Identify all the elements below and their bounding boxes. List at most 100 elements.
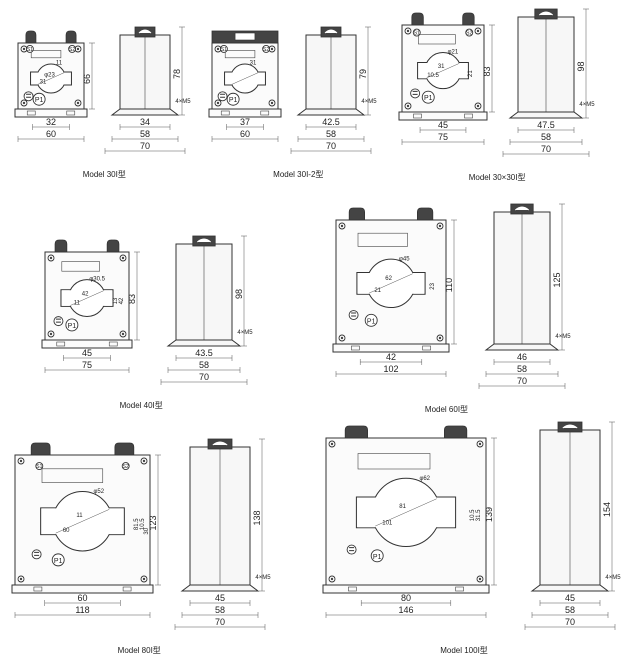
- mounting-clip-1: [411, 12, 424, 25]
- mount-spacing-dim: 60: [77, 593, 87, 603]
- front-view-base: [208, 108, 282, 118]
- terminal-label-s1: S1: [414, 31, 420, 37]
- nameplate: [61, 261, 100, 272]
- window-dim-4: 21: [468, 70, 474, 77]
- mounting-clip-1: [344, 425, 368, 438]
- side-width-dim: 58: [199, 360, 209, 370]
- front-height-dim: 123: [148, 515, 158, 530]
- side-width-dim: 58: [326, 129, 336, 139]
- terminal-label-s2: S2: [263, 47, 269, 53]
- overall-width-dim: 102: [383, 364, 398, 374]
- window-dim-1: φ52: [94, 489, 105, 495]
- mounting-clip-1: [25, 30, 37, 43]
- front-view-base: [332, 343, 450, 353]
- terminal-s2: [465, 28, 474, 37]
- side-total-dim: 70: [326, 141, 336, 151]
- model-caption: Model 100I型: [440, 646, 488, 655]
- side-height-dim: 78: [172, 69, 182, 79]
- p1-marker: [370, 549, 384, 563]
- model-caption: Model 30I型: [83, 170, 126, 179]
- mounting-clip-2: [462, 12, 475, 25]
- terminal-label-s1: S1: [36, 464, 42, 470]
- nameplate: [41, 468, 104, 483]
- model-caption: Model 30×30I型: [469, 173, 526, 182]
- window-dim-1: 31: [250, 61, 257, 67]
- window-dim-3: 21: [374, 288, 381, 294]
- mounting-clip-2: [444, 425, 468, 438]
- window-dim-5: 31.5: [476, 509, 482, 521]
- p1-marker: [364, 313, 378, 327]
- window-dim-1: φ62: [419, 476, 430, 482]
- certification-mark-icon: [348, 310, 359, 320]
- front-height-dim: 66: [82, 74, 92, 84]
- side-total-dim: 70: [541, 144, 551, 154]
- window-dim-4: 81.5: [134, 518, 140, 530]
- mount-spacing-dim: 37: [240, 117, 250, 127]
- model-caption: Model 30I-2型: [273, 170, 323, 179]
- p1-label: P1: [373, 554, 382, 561]
- window-dim-3: 60: [63, 528, 70, 534]
- side-total-dim: 70: [517, 376, 527, 386]
- window-dim-2: 62: [385, 276, 392, 282]
- side-view-flange: [296, 108, 366, 116]
- window-dim-4: 23: [430, 282, 436, 289]
- p1-label: P1: [35, 97, 44, 104]
- side-total-dim: 70: [215, 617, 225, 627]
- side-view-flange: [180, 584, 260, 592]
- overall-width-dim: 60: [240, 129, 250, 139]
- nameplate: [224, 50, 256, 59]
- p1-marker: [32, 92, 46, 106]
- model-caption: Model 60I型: [425, 405, 468, 414]
- side-width-dim: 58: [140, 129, 150, 139]
- window-dim-6: 30: [144, 527, 150, 534]
- screw-spec: 4×M5: [237, 330, 253, 336]
- screw-spec: 4×M5: [579, 102, 595, 108]
- terminal-label-s2: S2: [466, 31, 472, 37]
- screw-spec: 4×M5: [361, 99, 377, 105]
- mount-spacing-dim: 32: [46, 117, 56, 127]
- window-dim-3: 10.5: [427, 73, 439, 79]
- mount-spacing-dim: 80: [401, 593, 411, 603]
- terminal-label-s1: S1: [27, 47, 33, 53]
- front-height-dim: 139: [484, 507, 494, 522]
- p1-label: P1: [424, 95, 433, 102]
- terminal-s1: [35, 462, 44, 470]
- p1-marker: [51, 553, 65, 567]
- window-dim-2: 11: [76, 513, 83, 519]
- window-dim-2: φ23: [44, 73, 55, 79]
- side-mount-dim: 34: [140, 117, 150, 127]
- side-view-flange: [110, 108, 180, 116]
- screw-spec: 4×M5: [175, 99, 191, 105]
- window-dim-5: 10.5: [140, 518, 146, 530]
- window-dim-3: 101: [382, 521, 393, 527]
- mounting-clip-2: [106, 239, 120, 252]
- terminal-s1: [25, 44, 34, 53]
- mounting-clip-2: [114, 442, 135, 455]
- front-height-dim: 83: [127, 294, 137, 304]
- overall-width-dim: 75: [438, 132, 448, 142]
- p1-marker: [226, 92, 240, 106]
- side-mount-dim: 45: [565, 593, 575, 603]
- mount-spacing-dim: 45: [438, 120, 448, 130]
- front-height-dim: 110: [444, 278, 454, 292]
- overall-width-dim: 75: [82, 360, 92, 370]
- terminal-label-s2: S2: [69, 47, 75, 53]
- window-dim-5: 42: [119, 297, 125, 304]
- certification-mark-icon: [31, 549, 42, 560]
- side-view-flange: [166, 339, 242, 347]
- terminal-s1: [412, 28, 421, 37]
- terminal-s2: [262, 44, 271, 53]
- window-dim-2: 31: [438, 64, 445, 70]
- side-total-dim: 70: [199, 372, 209, 382]
- overall-width-dim: 146: [398, 605, 413, 615]
- nameplate: [357, 232, 408, 247]
- front-view-base: [14, 108, 88, 118]
- window-dim-1: φ21: [448, 49, 459, 55]
- mount-spacing-dim: 45: [82, 348, 92, 358]
- model-caption: Model 80I型: [118, 646, 161, 655]
- side-height-dim: 125: [552, 272, 562, 287]
